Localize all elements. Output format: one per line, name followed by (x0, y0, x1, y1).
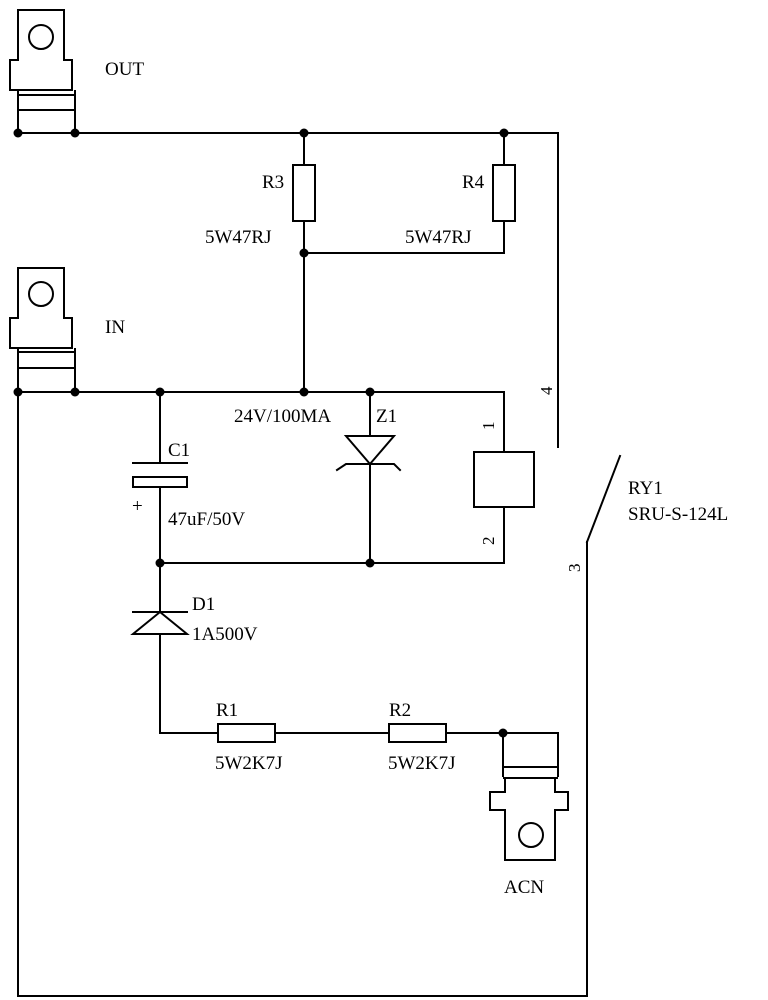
label-r4-value: 5W47RJ (405, 227, 472, 248)
wire-in-rail (17, 391, 505, 453)
resistor-r1 (217, 723, 276, 743)
connector-in (9, 267, 80, 397)
label-d1-ref: D1 (192, 594, 215, 615)
label-ry1-value: SRU-S-124L (628, 504, 728, 525)
wires (17, 132, 588, 997)
wire-out-rail (17, 132, 559, 448)
label-r4-ref: R4 (462, 172, 485, 193)
label-out: OUT (105, 59, 144, 80)
label-r1-value: 5W2K7J (215, 753, 283, 774)
relay-coil (473, 451, 535, 508)
relay-pin-3: 3 (565, 564, 584, 573)
resistor-r3 (292, 164, 316, 222)
wire-d1-bottom (159, 633, 219, 734)
relay-ry1 (473, 451, 622, 544)
resistor-r4 (492, 164, 516, 222)
label-r3-value: 5W47RJ (205, 227, 272, 248)
label-r2-ref: R2 (389, 700, 411, 721)
relay-pin-2: 2 (479, 537, 498, 546)
relay-pin-1: 1 (479, 422, 498, 431)
connector-acn (489, 728, 569, 861)
relay-switch-contact (585, 454, 622, 544)
label-in: IN (105, 317, 125, 338)
relay-pin-4: 4 (537, 386, 556, 395)
diode-d1 (130, 610, 190, 635)
label-z1-value: 24V/100MA (234, 406, 331, 427)
zener-diode-z1 (335, 435, 402, 472)
label-r2-value: 5W2K7J (388, 753, 456, 774)
capacitor-c1 (132, 462, 188, 488)
wire-r4-bottom (303, 220, 505, 254)
wire-bottom-rail (17, 391, 588, 997)
label-r3-ref: R3 (262, 172, 284, 193)
connector-out (9, 9, 80, 138)
label-c1-polarity: + (132, 496, 143, 517)
label-d1-value: 1A500V (192, 624, 258, 645)
label-ry1-ref: RY1 (628, 478, 663, 499)
label-c1-value: 47uF/50V (168, 509, 245, 530)
label-r1-ref: R1 (216, 700, 238, 721)
resistor-r2 (388, 723, 447, 743)
label-acn: ACN (504, 877, 544, 898)
junction-dots (155, 128, 509, 568)
wire-middle-rail (159, 506, 505, 564)
label-z1-ref: Z1 (376, 406, 397, 427)
label-c1-ref: C1 (168, 440, 190, 461)
